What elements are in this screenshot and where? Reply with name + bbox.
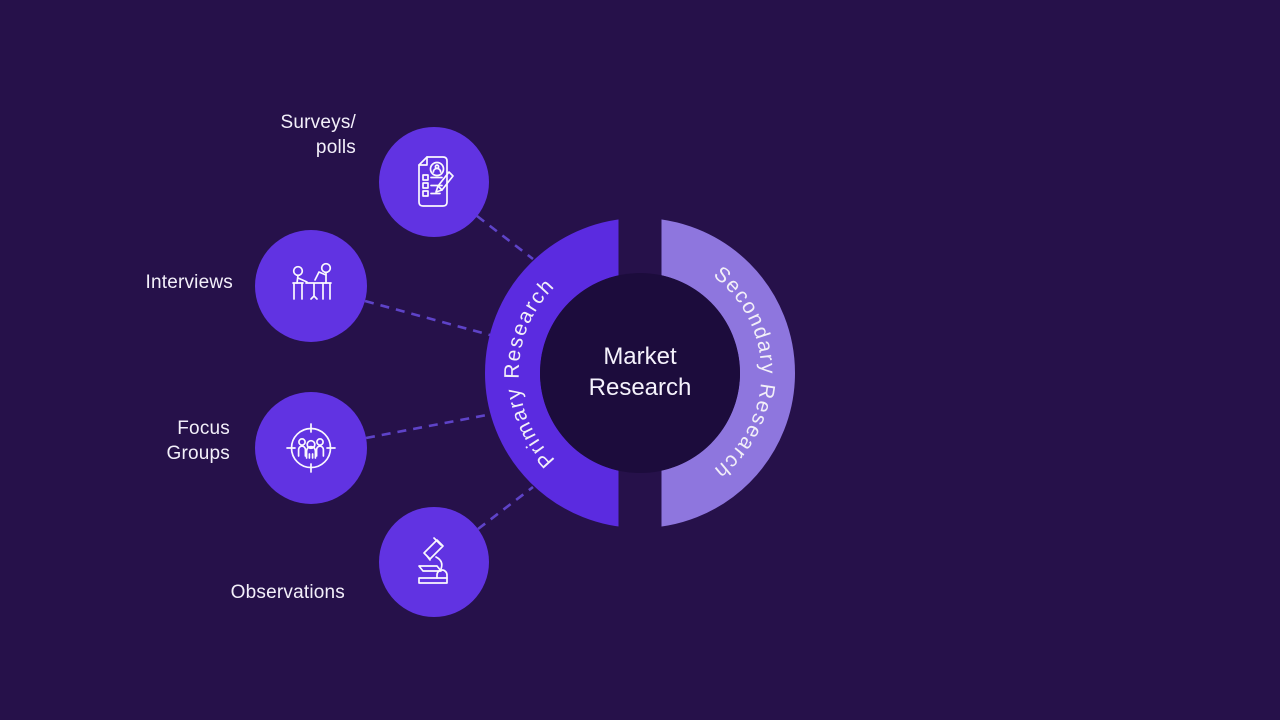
connector-observations bbox=[477, 485, 534, 531]
connector-surveys bbox=[476, 214, 534, 261]
surveys-polls-label: Surveys/ polls bbox=[196, 110, 356, 160]
survey-checklist-pencil-icon bbox=[418, 156, 454, 207]
node-interviews bbox=[255, 230, 367, 342]
interview-two-people-icon bbox=[292, 262, 332, 300]
node-focus-groups bbox=[255, 392, 367, 504]
microscope-icon bbox=[418, 537, 448, 584]
center-title-line1: Market bbox=[603, 343, 677, 370]
interviews-label-line1: Interviews bbox=[145, 272, 233, 293]
observations-label-line1: Observations bbox=[230, 582, 345, 603]
surveys-polls-circle bbox=[379, 127, 489, 237]
center-circle bbox=[540, 273, 740, 473]
primary-research-ring-segment bbox=[485, 218, 641, 528]
focus-groups-label-line2: Groups bbox=[166, 443, 230, 464]
secondary-research-ring-segment bbox=[639, 218, 795, 528]
connector-lines bbox=[364, 214, 534, 531]
center-title-line2: Research bbox=[588, 374, 692, 401]
focus-group-target-icon bbox=[286, 423, 336, 473]
node-observations bbox=[379, 507, 489, 617]
observations-circle bbox=[379, 507, 489, 617]
connector-focus-groups bbox=[365, 412, 493, 440]
center-title: Market Research bbox=[540, 341, 740, 403]
surveys-polls-label-line1: Surveys/ bbox=[280, 112, 356, 133]
interviews-label: Interviews bbox=[73, 270, 233, 295]
focus-groups-label-line1: Focus bbox=[177, 418, 230, 439]
surveys-polls-label-line2: polls bbox=[315, 137, 356, 158]
interviews-circle bbox=[255, 230, 367, 342]
node-surveys-polls bbox=[379, 127, 489, 237]
focus-groups-label: Focus Groups bbox=[70, 416, 230, 466]
observations-label: Observations bbox=[185, 580, 345, 605]
connector-interviews bbox=[364, 299, 491, 337]
